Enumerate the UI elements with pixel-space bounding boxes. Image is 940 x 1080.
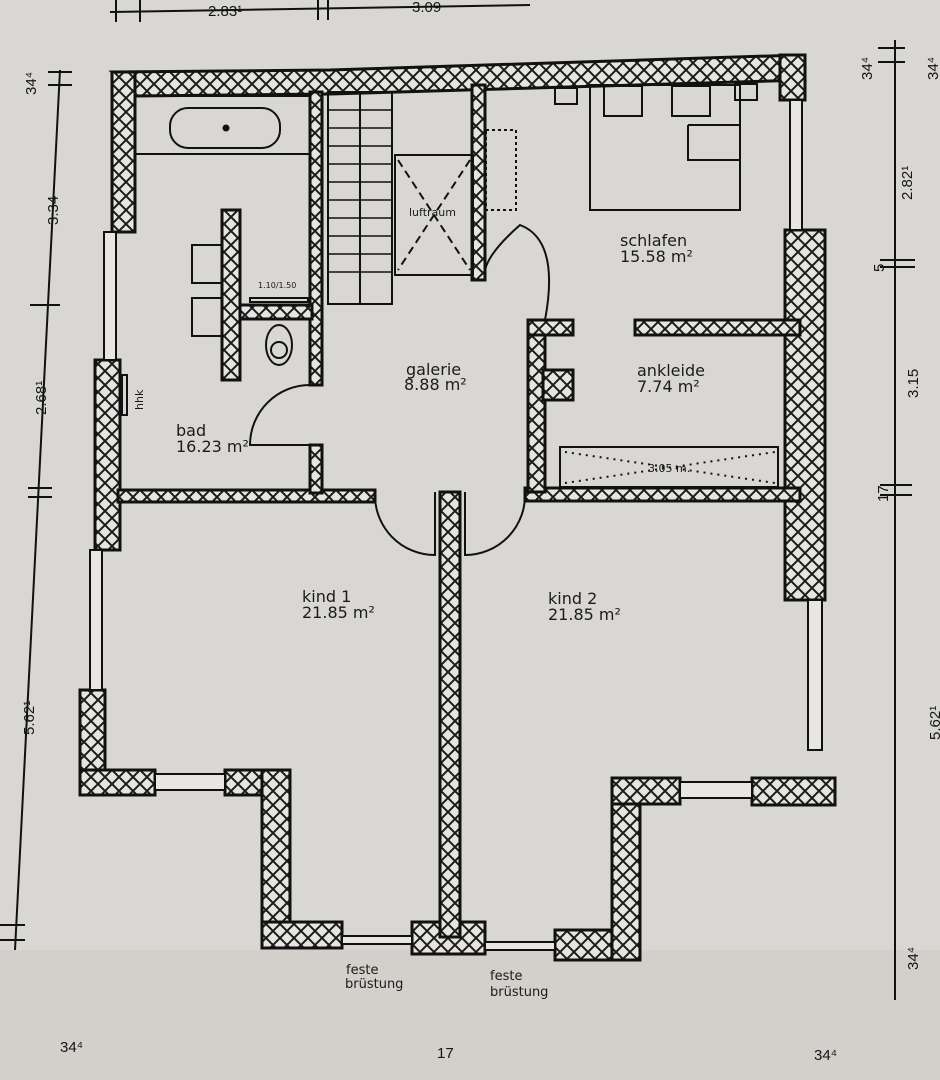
dim-right-3: 2.82¹ [899,166,916,200]
feste-brustung-1-line1: feste [346,963,378,978]
fixtures [121,83,779,557]
dim-right-7: 5.62¹ [927,706,940,740]
dim-right-1: 34⁴ [859,57,876,80]
dim-bottom-2: 17 [437,1045,454,1062]
hhk-label: hhk [133,389,146,410]
dim-right-2: 34⁴ [925,57,940,80]
room-ankleide-name: ankleide [637,361,705,380]
dim-bottom-1: 34⁴ [60,1039,83,1056]
dim-right-4: 5 [871,264,888,272]
wardrobe-length-label: 3.05 m. [648,462,690,475]
room-bad-name: bad [176,421,206,440]
feste-brustung-2-line2: brüstung [490,985,548,1000]
feste-brustung-2-line1: feste [490,969,522,984]
room-kind1-name: kind 1 [302,587,351,606]
room-schlafen-name: schlafen [620,231,687,250]
dim-bottom-3: 34⁴ [814,1047,837,1064]
dim-right-8: 34⁴ [905,947,922,970]
feste-brustung-1-line2: brüstung [345,977,403,992]
dim-right-6: 17 [875,485,892,502]
dimension-lines [0,0,915,1000]
dim-left-3: 2.68¹ [33,381,50,415]
shower-size-label: 1.10/1.50 [258,281,296,290]
dim-top-2: 3.09 [412,0,441,16]
room-galerie-area: 8.88 m² [404,375,467,394]
dim-right-5: 3.15 [905,369,922,398]
room-kind2-name: kind 2 [548,589,597,608]
walls [78,53,837,962]
luftraum-label: luftraum [409,206,456,219]
dim-left-2: 3.34 [45,196,62,225]
room-galerie-name: galerie [406,360,461,379]
dim-left-4: 5.62¹ [21,701,38,735]
room-ankleide-area: 7.74 m² [637,377,700,396]
dim-left-1: 34⁴ [23,72,40,95]
room-schlafen-area: 15.58 m² [620,247,693,266]
room-kind1-area: 21.85 m² [302,603,375,622]
room-kind2-area: 21.85 m² [548,605,621,624]
windows [89,99,823,951]
room-bad-area: 16.23 m² [176,437,249,456]
dim-top-1: 2.83¹ [208,3,242,20]
